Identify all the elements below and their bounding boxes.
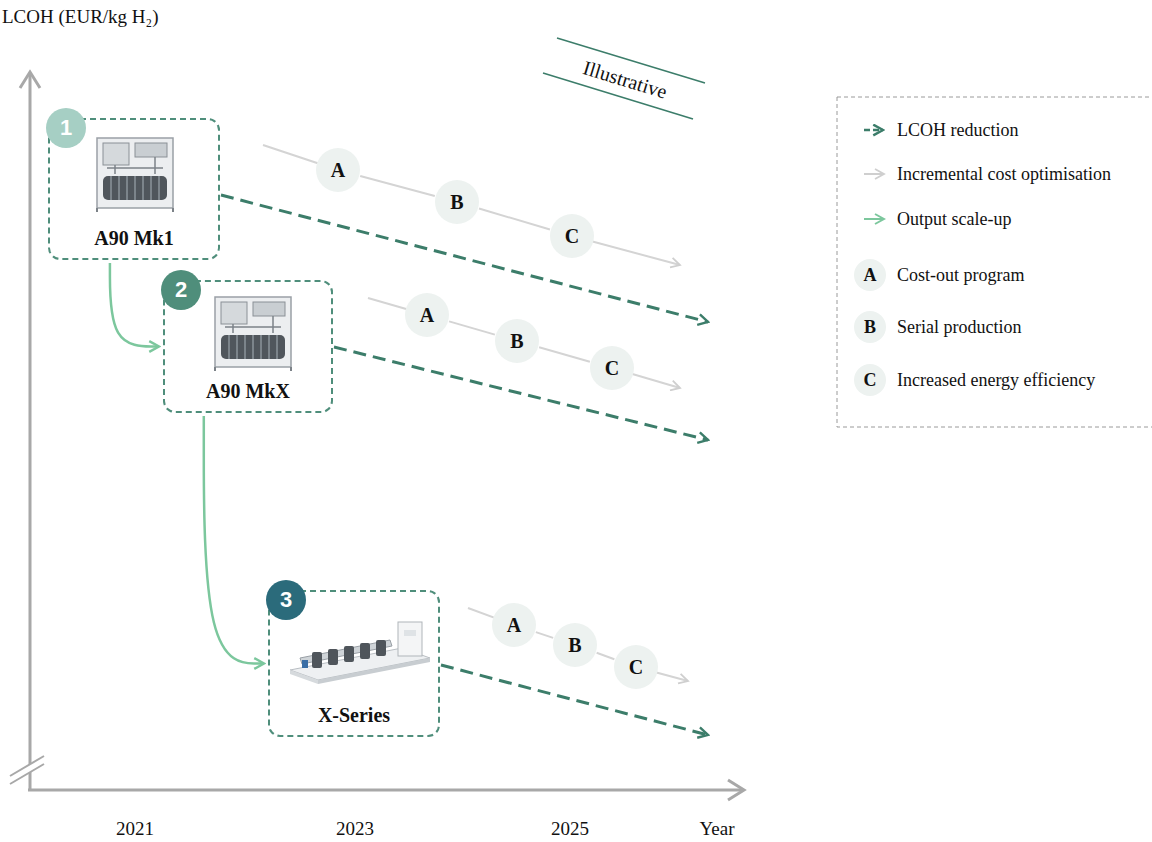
legend-text: Increased energy efficiency — [897, 369, 1095, 391]
lever-circle: A — [316, 148, 360, 192]
electrolyser-picture — [215, 297, 291, 371]
legend-sample-circle: B — [854, 311, 886, 343]
axis-title: LCOH (EUR/kg H₂) — [2, 6, 159, 28]
legend-sample-grey-arrow — [864, 173, 884, 175]
year-tick: 2021 — [116, 818, 154, 840]
step-badge: 3 — [266, 580, 306, 620]
legend-frame — [837, 97, 1152, 427]
legend-text: Incremental cost optimisation — [897, 163, 1111, 185]
legend-sample-dashed-arrow — [864, 129, 883, 132]
lever-letter: C — [629, 656, 643, 678]
step-number: 3 — [280, 588, 292, 612]
product-box: A90 MkX 2 — [163, 280, 333, 413]
product-name: A90 Mk1 — [94, 227, 173, 250]
legend-sample-circle: A — [854, 259, 886, 291]
product-name: X-Series — [318, 704, 390, 727]
y-axis-arrow — [20, 72, 40, 88]
axis-break — [10, 764, 44, 784]
scale-up-arrow — [204, 416, 264, 664]
legend-letter: C — [864, 370, 877, 390]
lever-letter: C — [605, 357, 619, 379]
lever-letter: A — [331, 159, 345, 181]
lever-circle: C — [590, 346, 634, 390]
lever-letter: B — [510, 330, 523, 352]
lever-circle: C — [614, 645, 658, 689]
product-name: A90 MkX — [206, 380, 290, 403]
lever-letter: A — [420, 304, 434, 326]
legend-text: Output scale-up — [897, 208, 1011, 230]
legend-sample-circle: C — [854, 364, 886, 396]
lever-letter: A — [507, 614, 521, 636]
optimisation-line — [449, 321, 495, 334]
watermark: Illustrative — [580, 56, 670, 103]
year-tick: 2025 — [551, 818, 589, 840]
axis-title: Year — [699, 818, 734, 840]
legend-text: LCOH reduction — [897, 119, 1018, 141]
x-axis-arrow — [728, 780, 744, 800]
optimisation-line — [597, 653, 615, 659]
scale-up-arrow — [110, 263, 159, 347]
product-box: X-Series 3 — [268, 590, 440, 737]
optimisation-line — [479, 209, 550, 230]
legend-letter: A — [864, 265, 877, 285]
lever-letter: C — [565, 225, 579, 247]
lever-letter: B — [568, 634, 581, 656]
optimisation-line — [539, 347, 590, 361]
y-axis — [29, 74, 32, 790]
lever-circle: B — [553, 623, 597, 667]
step-number: 1 — [60, 116, 72, 140]
lcoh-reduction-arrow — [441, 665, 708, 735]
lever-circle: C — [550, 214, 594, 258]
lever-circle: A — [405, 293, 449, 337]
legend-sample-green-arrow — [864, 218, 884, 220]
lever-letter: B — [450, 191, 463, 213]
x-axis — [28, 789, 742, 792]
electrolyser-picture — [97, 138, 173, 212]
step-number: 2 — [175, 278, 187, 302]
product-box: A90 Mk1 1 — [48, 118, 220, 260]
step-badge: 1 — [46, 108, 86, 148]
axis-break-gap — [10, 756, 44, 784]
optimisation-line — [536, 632, 553, 638]
legend-letter: B — [864, 317, 876, 337]
legend-text: Serial production — [897, 316, 1021, 338]
year-tick: 2023 — [336, 818, 374, 840]
legend-text: Cost-out program — [897, 264, 1025, 286]
xseries-picture — [290, 622, 430, 684]
lever-circle: B — [495, 319, 539, 363]
lever-circle: A — [492, 603, 536, 647]
optimisation-line — [360, 176, 435, 196]
step-badge: 2 — [161, 270, 201, 310]
lever-circle: B — [435, 180, 479, 224]
